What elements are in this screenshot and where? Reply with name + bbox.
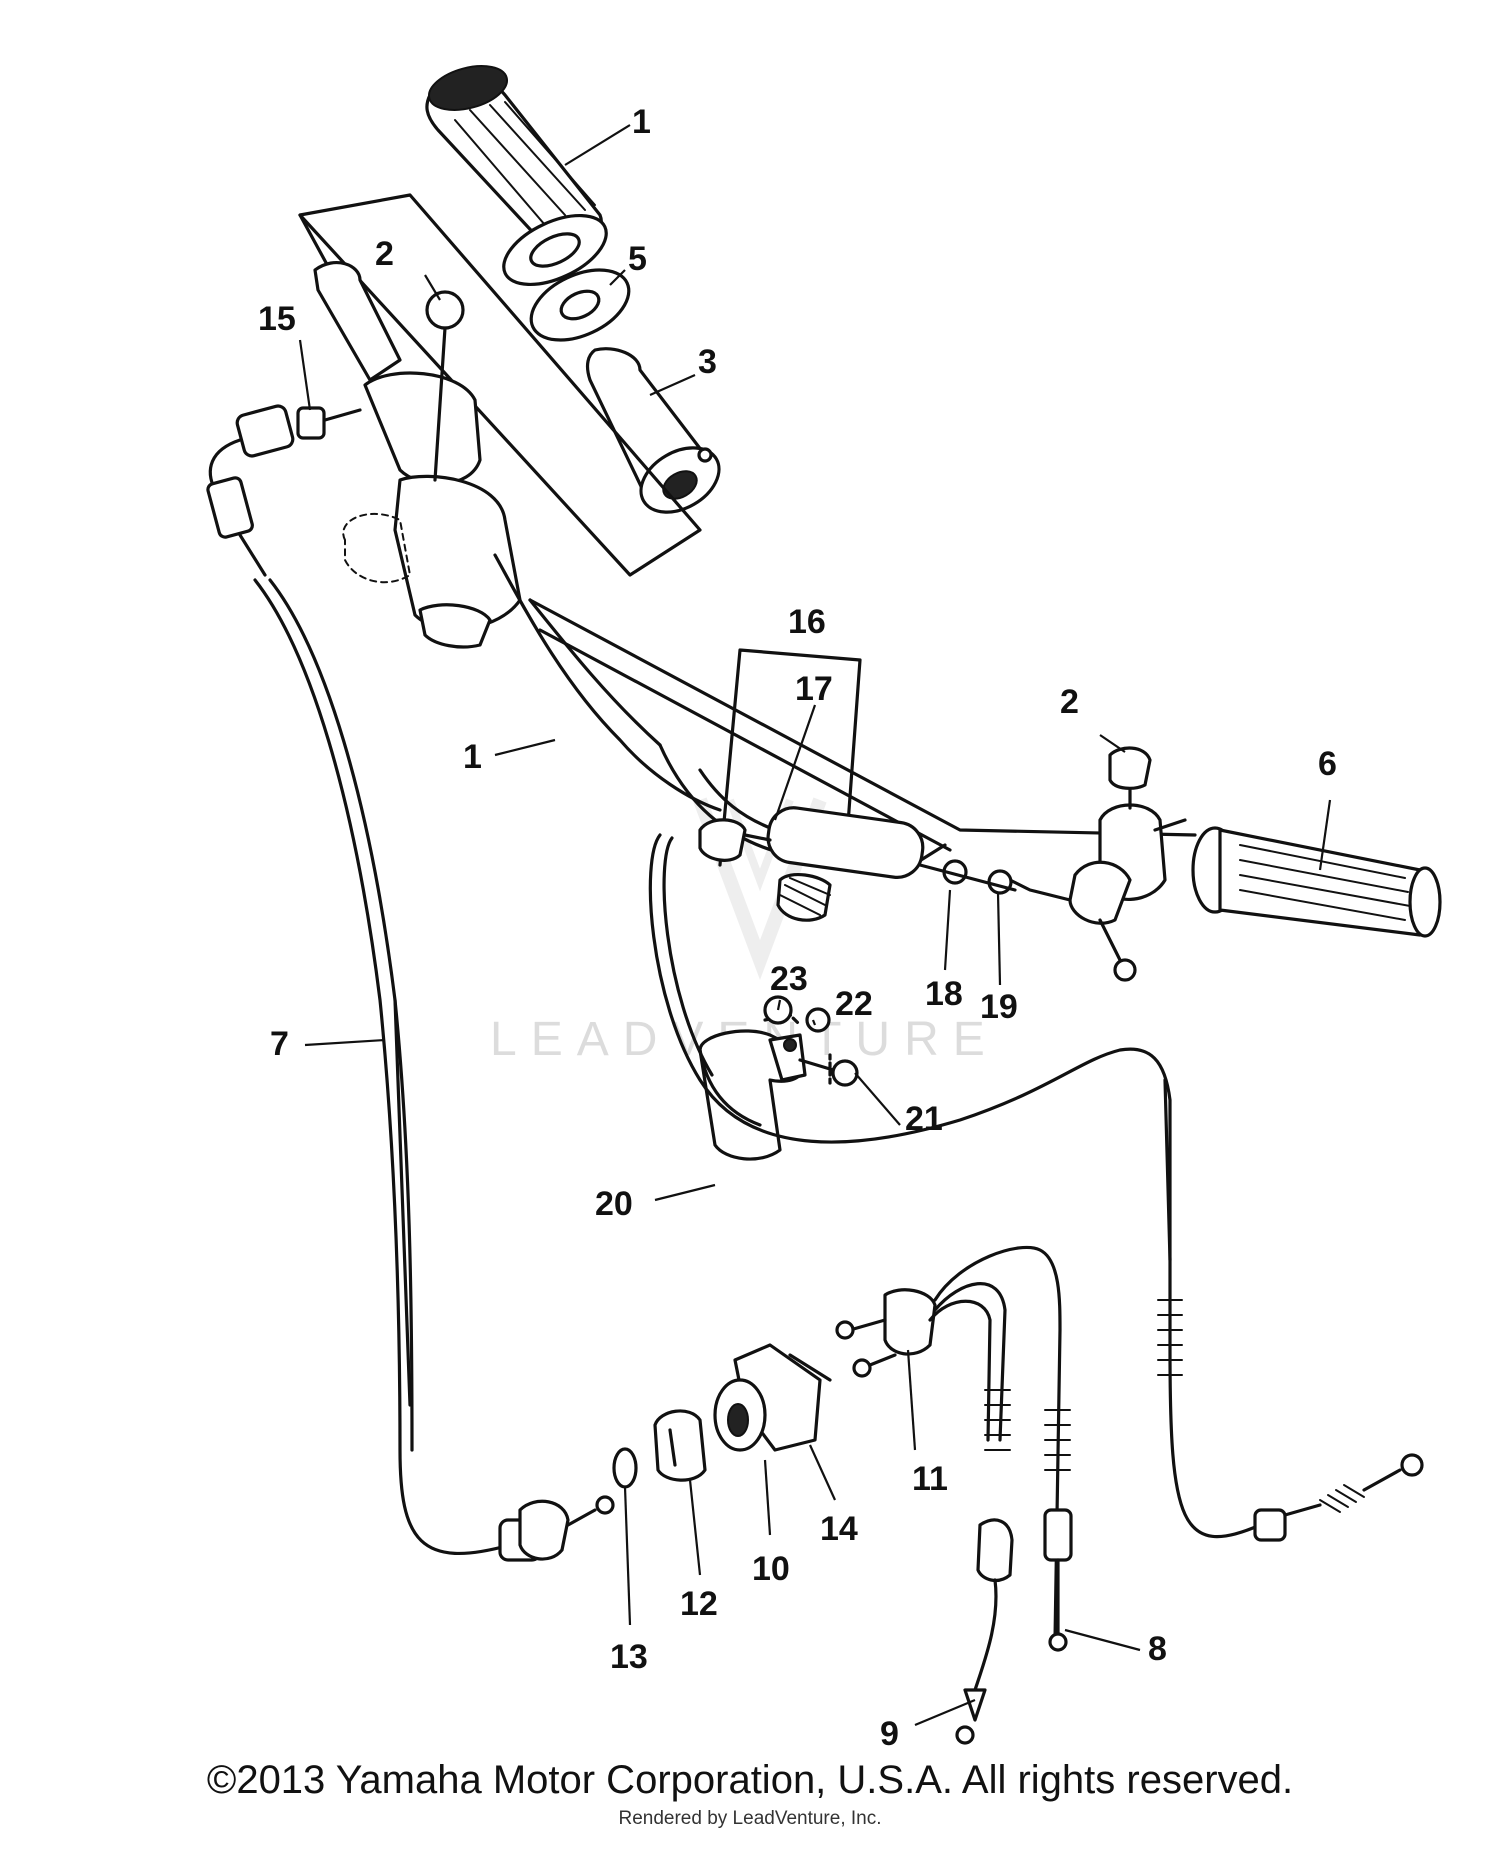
right-lever-assembly	[698, 648, 1442, 982]
callout-4: 1	[632, 103, 651, 141]
screw-cap-icon	[425, 290, 465, 330]
washer-icon	[529, 268, 631, 342]
callout-9: 9	[880, 1715, 899, 1753]
callout-21: 21	[905, 1100, 943, 1138]
left-lever-housing	[313, 260, 722, 812]
throttle-grip-assembly	[298, 65, 721, 577]
screw-cap-icon-2	[1108, 746, 1152, 790]
callout-5: 5	[628, 240, 647, 278]
grip-left-icon	[1191, 826, 1442, 938]
throttle-cable-icon	[206, 404, 615, 1562]
callout-2-right: 2	[1060, 683, 1079, 721]
sleeve-icon	[653, 1409, 707, 1482]
callout-15: 15	[258, 300, 296, 338]
callout-16: 16	[788, 603, 826, 641]
throttle-tube-icon	[585, 347, 721, 514]
callout-18: 18	[925, 975, 963, 1013]
callout-2-left: 2	[375, 235, 394, 273]
callout-22: 22	[835, 985, 873, 1023]
callout-12: 12	[680, 1585, 718, 1623]
callout-6: 6	[1318, 745, 1337, 783]
callout-17: 17	[795, 670, 833, 708]
callout-3: 3	[698, 343, 717, 381]
throttle-cable-9-icon	[976, 1518, 1014, 1583]
throttle-cable-8-icon	[1043, 1508, 1073, 1562]
cable-sleeve-icon	[766, 806, 925, 879]
leader-lines	[298, 124, 1332, 1727]
o-ring-icon	[612, 1447, 638, 1489]
callout-7: 7	[270, 1025, 289, 1063]
callout-19: 19	[980, 988, 1018, 1026]
cable-clamp-assembly	[698, 995, 859, 1161]
callout-1: 1	[463, 738, 482, 776]
callout-13: 13	[610, 1638, 648, 1676]
copyright-notice: ©2013 Yamaha Motor Corporation, U.S.A. A…	[206, 1758, 1294, 1802]
callout-10: 10	[752, 1550, 790, 1588]
callout-8: 8	[1148, 1630, 1167, 1668]
callout-20: 20	[595, 1185, 633, 1223]
bolt-icon	[831, 1059, 859, 1087]
callout-numbers: 1 1 2 2 3 5 6 7 8 9 10 11 12 13 14 15 16…	[258, 103, 1337, 1753]
kit-bracket-outline	[298, 193, 702, 577]
junction-assembly	[612, 1245, 1073, 1745]
washer-small-icon	[805, 1007, 831, 1033]
callout-23: 23	[770, 960, 808, 998]
callout-14: 14	[820, 1510, 858, 1548]
adjuster-icon	[883, 1288, 937, 1356]
callout-11: 11	[912, 1460, 948, 1498]
grip-rubber-icon	[425, 65, 608, 287]
clutch-cable-icon	[648, 833, 1424, 1542]
rendered-by-notice: Rendered by LeadVenture, Inc.	[618, 1808, 882, 1829]
